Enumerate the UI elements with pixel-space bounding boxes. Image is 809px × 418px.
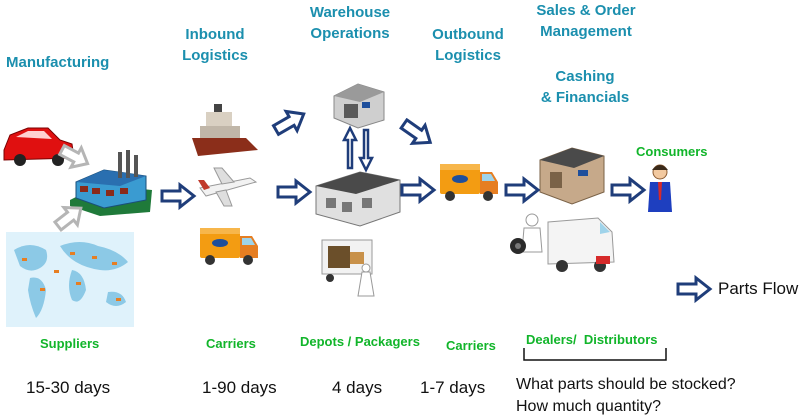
flow-arrow-icon [504,177,540,203]
legend-parts-flow: Parts Flow [718,279,799,298]
stage-sales-order-management: Sales & Order Management [536,2,636,40]
flow-arrow-icon [396,113,439,153]
arrow-right-icon [676,276,712,302]
ship-icon [192,104,258,156]
consumer-person-icon [648,164,672,212]
label-suppliers: Suppliers [40,336,100,351]
car-icon [3,127,75,166]
outbound-truck-icon [440,164,498,201]
flow-arrow-icon [610,177,646,203]
duration-outbound: 1-7 days [420,378,486,397]
carrier-truck-icon [200,228,258,265]
airplane-icon [198,167,258,207]
service-van-icon [547,217,615,272]
questions: What parts should be stocked? How much q… [516,374,736,418]
flow-arrow-icon [400,177,436,203]
question-stocked: What parts should be stocked? [516,376,736,393]
stage-manufacturing: Manufacturing [6,54,110,71]
duration-inbound: 1-90 days [202,378,277,397]
label-carriers-outbound: Carriers [446,338,496,353]
flow-arrow-icon [269,102,311,142]
packager-van-icon [321,239,375,297]
question-quantity: How much quantity? [516,398,661,415]
label-carriers-inbound: Carriers [206,336,256,351]
label-consumers: Consumers [636,144,708,159]
flow-arrow-icon [160,183,196,209]
world-map-icon [6,232,134,327]
mechanic-icon [510,213,543,254]
bidirectional-arrow-icon [341,125,375,173]
duration-suppliers: 15-30 days [26,378,111,397]
label-dealers-distributors: Dealers/ Distributors [526,332,658,347]
depot-building-icon [315,171,401,227]
dealers-bracket [523,348,667,361]
flow-arrow-icon [276,179,312,205]
stage-inbound-logistics: Inbound Logistics [182,26,248,64]
stage-outbound-logistics: Outbound Logistics [432,26,504,64]
dealer-building-icon [539,147,605,205]
stage-cashing-financials: Cashing & Financials [540,68,630,106]
warehouse-building-icon [333,83,385,129]
duration-warehouse: 4 days [332,378,383,397]
label-depots-packagers: Depots / Packagers [300,334,420,349]
stage-warehouse-operations: Warehouse Operations [309,4,391,42]
factory-icon [70,150,152,216]
